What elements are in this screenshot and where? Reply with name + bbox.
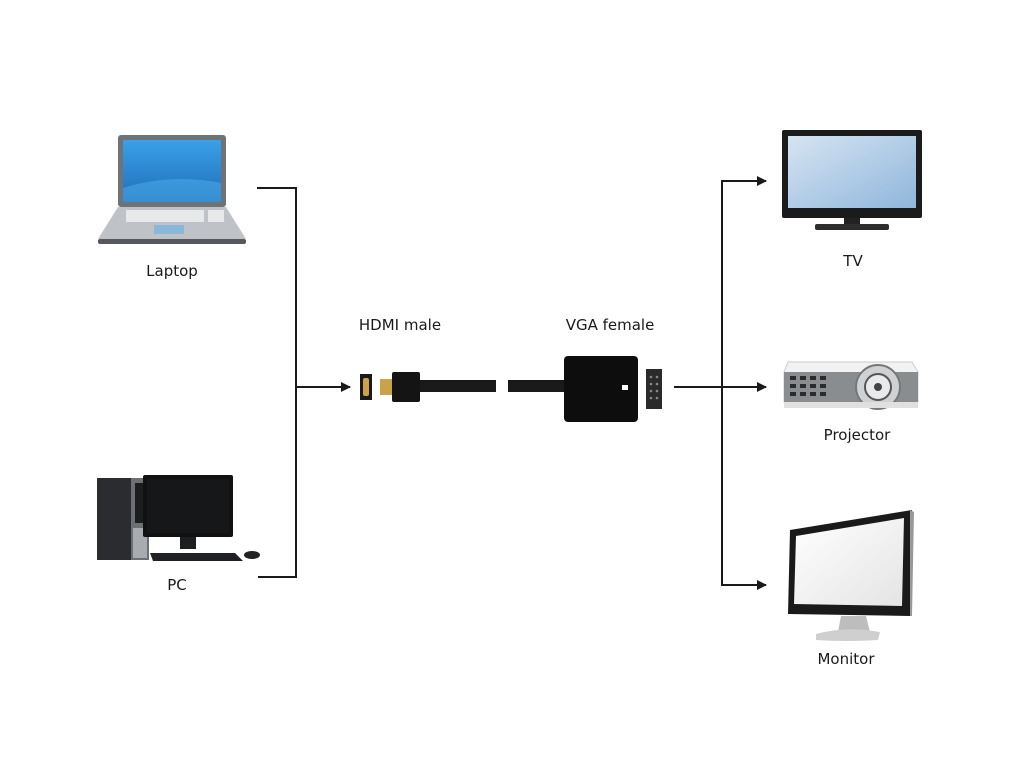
projector-icon	[783, 361, 919, 410]
hdmi-male-connector-icon	[360, 372, 496, 402]
desktop-pc-icon	[97, 475, 260, 561]
tv-icon	[782, 130, 922, 230]
monitor-icon	[788, 510, 914, 641]
laptop-connector-line	[257, 187, 297, 578]
vga-female-adapter-icon	[508, 356, 662, 422]
tv-label: TV	[843, 252, 863, 270]
monitor-label: Monitor	[817, 650, 875, 668]
pc-label: PC	[167, 576, 187, 594]
laptop-label: Laptop	[146, 262, 198, 280]
hdmi-male-label: HDMI male	[358, 316, 442, 334]
vga-female-label: VGA female	[565, 316, 655, 334]
laptop-icon	[98, 135, 246, 244]
projector-label: Projector	[823, 426, 891, 444]
